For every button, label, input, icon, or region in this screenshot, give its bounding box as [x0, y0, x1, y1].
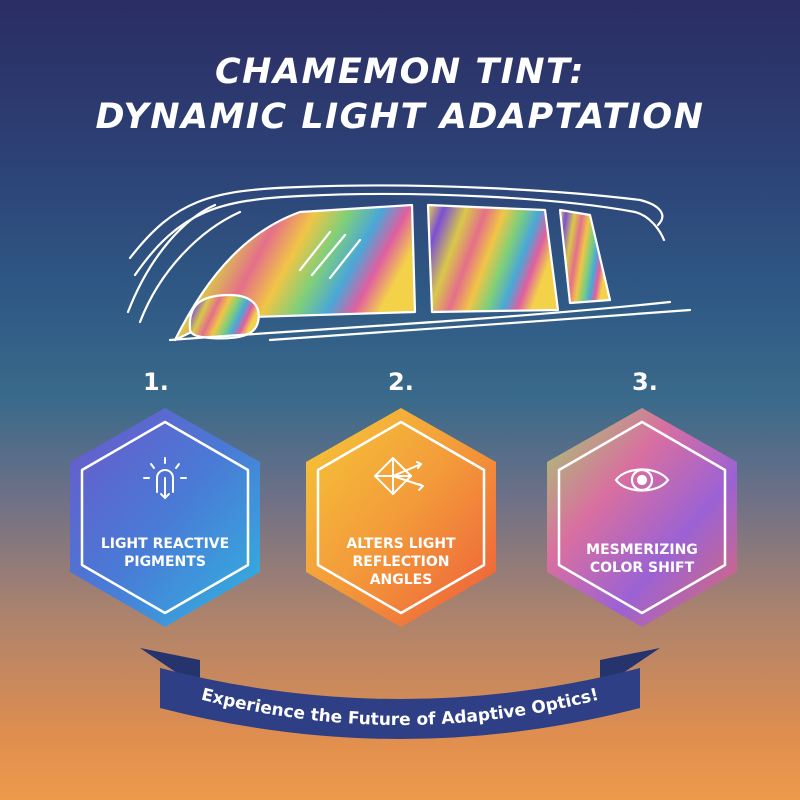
- light-bulb-icon: [143, 457, 187, 500]
- title-line-2: DYNAMIC LIGHT ADAPTATION: [95, 97, 705, 137]
- reflection-cube-icon: [374, 457, 424, 495]
- feature-2-label: ALTERS LIGHT REFLECTION ANGLES: [346, 536, 456, 588]
- feature-1-hexagon: LIGHT REACTIVE PIGMENTS: [60, 400, 270, 635]
- slogan-banner: Experience the Future of Adaptive Optics…: [140, 648, 660, 739]
- feature-1-number: 1.: [143, 368, 169, 396]
- feature-2-hexagon: ALTERS LIGHT REFLECTION ANGLES: [296, 400, 506, 635]
- car-illustration: [126, 184, 692, 342]
- feature-1-label: LIGHT REACTIVE PIGMENTS: [100, 536, 230, 570]
- eye-icon: [614, 468, 670, 492]
- feature-3-label: MESMERIZING COLOR SHIFT: [586, 542, 698, 576]
- rear-window: [558, 208, 612, 305]
- title-line-1: CHAMEMON TINT:: [214, 52, 585, 92]
- feature-3-number: 3.: [632, 368, 658, 396]
- feature-3-hexagon: MESMERIZING COLOR SHIFT: [537, 400, 747, 635]
- feature-2-number: 2.: [388, 368, 414, 396]
- side-window: [426, 203, 560, 314]
